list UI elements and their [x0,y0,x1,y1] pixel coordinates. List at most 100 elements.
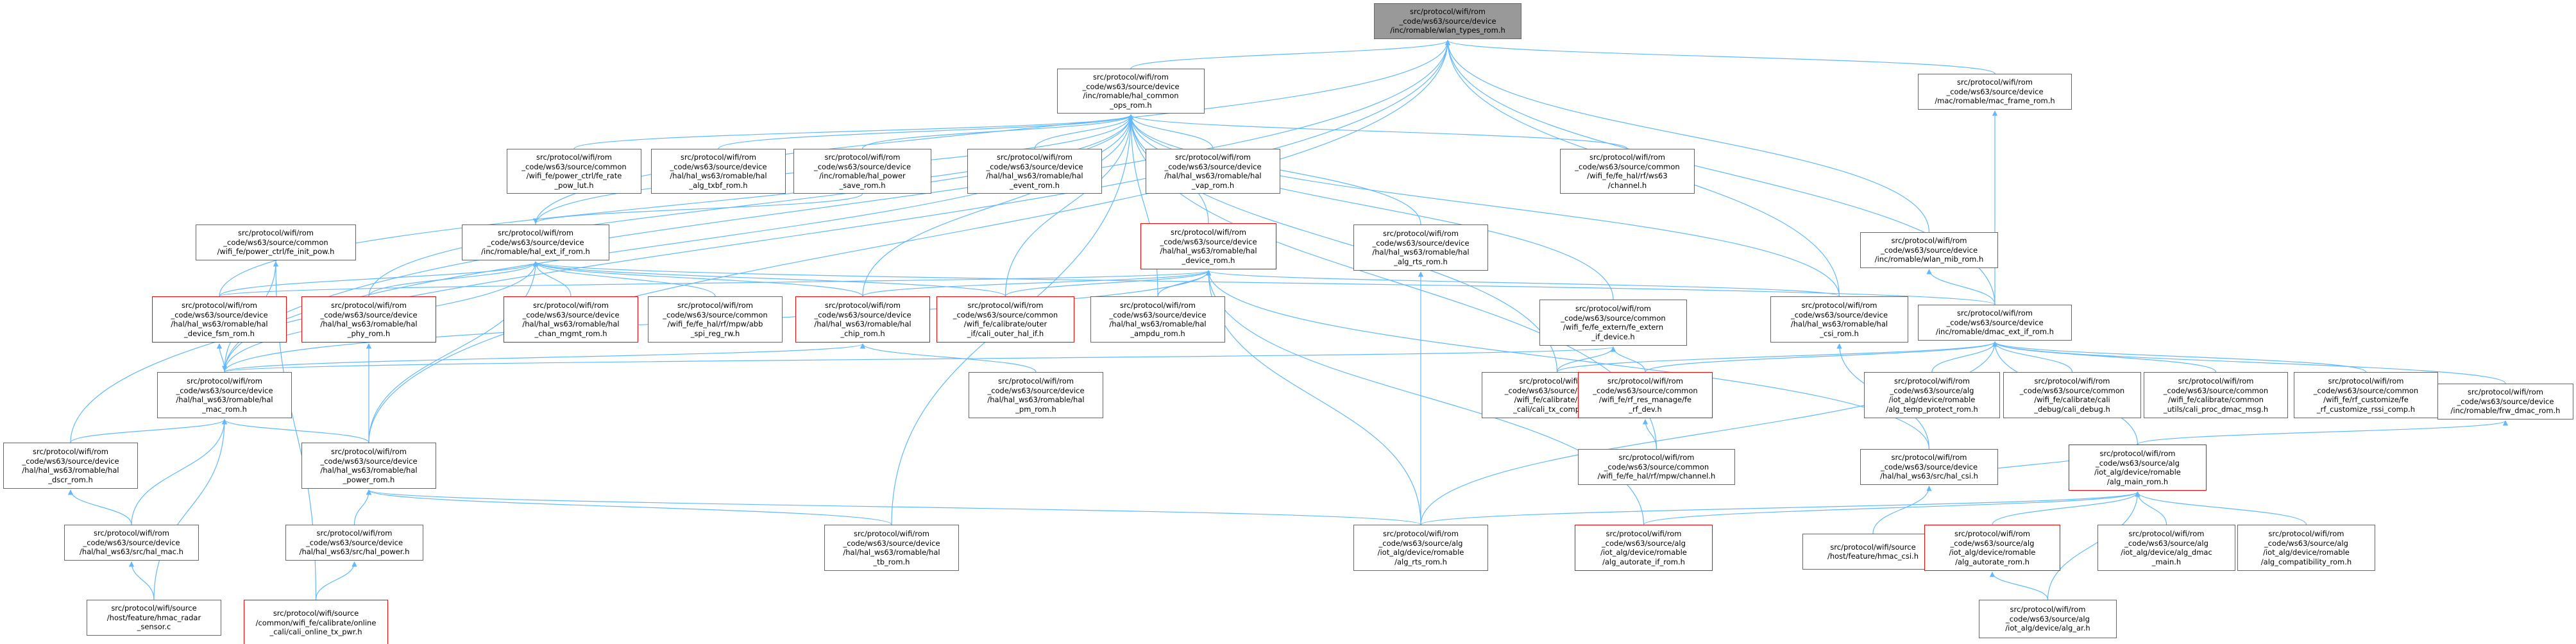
node-mac-frame-rom[interactable]: src/protocol/wifi/rom _code/ws63/source/… [1918,74,2072,110]
node-cali-proc-dmac-msg[interactable]: src/protocol/wifi/rom _code/ws63/source/… [2144,372,2288,418]
node-wlan-types-rom[interactable]: src/protocol/wifi/rom _code/ws63/source/… [1374,3,1521,39]
edge-hal_ext_if-to-root [535,40,1451,225]
node-wlan-mib-rom[interactable]: src/protocol/wifi/rom _code/ws63/source/… [1860,232,1998,268]
node-abb-spi-reg-rw[interactable]: src/protocol/wifi/rom _code/ws63/source/… [648,296,783,343]
edge-alg_autorate_if-to-alg_main [1643,491,2140,525]
node-cali-outer-hal-if[interactable]: src/protocol/wifi/rom _code/ws63/source/… [936,296,1074,343]
edge-alg_dmac_main-to-alg_main [2135,491,2167,525]
edge-hal_csi-to-hal_device [1206,270,1840,297]
edge-mac_rom-to-device_fsm [216,343,225,373]
node-hal-mac-rom[interactable]: src/protocol/wifi/rom _code/ws63/source/… [157,372,292,418]
edge-hal_event-to-hal_common [1034,114,1134,149]
node-alg-rts-rom[interactable]: src/protocol/wifi/rom _code/ws63/source/… [1353,525,1488,571]
node-alg-compatibility-rom[interactable]: src/protocol/wifi/rom _code/ws63/source/… [2237,525,2375,571]
node-hmac-csi[interactable]: src/protocol/wifi/source /host/feature/h… [1802,534,1944,570]
edge-alg_rts-to-dmac_ext_if [1420,341,1998,525]
edge-dmac_ext_if-to-wlan_mib [1926,269,1996,305]
edge-phy_rom-to-hal_common [368,114,1134,297]
node-hal-common-ops-rom[interactable]: src/protocol/wifi/rom _code/ws63/source/… [1057,69,1205,114]
node-hal-pm-rom[interactable]: src/protocol/wifi/rom _code/ws63/source/… [969,372,1103,418]
edge-chip_rom-to-hal_ext_if [532,261,863,297]
edge-alg_rts-to-alg_main [1420,491,2140,525]
node-hal-mac[interactable]: src/protocol/wifi/rom _code/ws63/source/… [64,525,199,561]
edge-hal_mac_h-to-dscr_rom [67,489,132,525]
edge-power_rom-to-mac_rom [221,419,369,443]
node-alg-autorate-rom[interactable]: src/protocol/wifi/rom _code/ws63/source/… [1924,525,2060,571]
node-fe-extern-if-device[interactable]: src/protocol/wifi/rom _code/ws63/source/… [1539,300,1687,346]
edge-alg_main-to-frw_dmac [2137,420,2508,445]
edge-dmac_ext_if-to-hal_ext_if [533,261,1996,305]
node-hal-ampdu-rom[interactable]: src/protocol/wifi/rom _code/ws63/source/… [1090,296,1225,343]
node-hal-power-save-rom[interactable]: src/protocol/wifi/rom _code/ws63/source/… [793,149,931,194]
node-fe-rf-customize-rssi-comp[interactable]: src/protocol/wifi/rom _code/ws63/source/… [2294,372,2438,418]
node-frw-dmac-rom[interactable]: src/protocol/wifi/rom _code/ws63/source/… [2437,384,2573,419]
edge-hmac_csi-to-hal_csi_h [1872,486,1932,534]
node-hal-chip-rom[interactable]: src/protocol/wifi/rom _code/ws63/source/… [795,296,930,343]
edge-hmac_radar-to-hal_mac_h [128,561,155,600]
edge-alg_txbf-to-hal_common [718,114,1134,149]
edge-cali_outer-to-hal_ext_if [533,261,1006,297]
edge-dscr_rom-to-root [70,40,1451,443]
edge-device_fsm-to-hal_device [219,270,1211,297]
edge-rssi_comp-to-dmac_ext_if [1992,341,2367,373]
edge-chip_rom-to-hal_common [862,114,1134,297]
edge-hal_common-to-root [1130,40,1451,69]
edge-dscr_rom-to-mac_rom [70,419,228,443]
node-alg-dmac-main[interactable]: src/protocol/wifi/rom _code/ws63/source/… [2097,525,2235,571]
node-hal-csi-rom[interactable]: src/protocol/wifi/rom _code/ws63/source/… [1770,296,1908,343]
edge-alg_ar-to-alg_main [2047,491,2140,600]
edge-cali_outer-to-hal_common [1004,114,1134,297]
node-alg-main-rom[interactable]: src/protocol/wifi/rom _code/ws63/source/… [2069,445,2207,491]
node-alg-autorate-if-rom[interactable]: src/protocol/wifi/rom _code/ws63/source/… [1575,525,1713,571]
edge-cali_online_tx_pwr-to-hal_power_h [315,561,357,600]
node-dmac-ext-if-rom[interactable]: src/protocol/wifi/rom _code/ws63/source/… [1918,305,2072,341]
node-hal-csi[interactable]: src/protocol/wifi/rom _code/ws63/source/… [1860,449,1998,485]
edge-wlan_mib-to-root [1445,40,1930,233]
node-cali-online-tx-pwr[interactable]: src/protocol/wifi/source /common/wifi_fe… [244,600,388,644]
node-hal-vap-rom[interactable]: src/protocol/wifi/rom _code/ws63/source/… [1146,149,1280,194]
node-fe-rate-pow-lut[interactable]: src/protocol/wifi/rom _code/ws63/source/… [507,149,641,194]
node-hal-dscr-rom[interactable]: src/protocol/wifi/rom _code/ws63/source/… [3,443,138,489]
edge-power_rom-to-root [368,40,1451,443]
node-alg-temp-protect-rom[interactable]: src/protocol/wifi/rom _code/ws63/source/… [1864,372,2000,418]
edge-hal_tb-to-power_rom [366,489,892,525]
node-fe-init-pow[interactable]: src/protocol/wifi/rom _code/ws63/source/… [196,225,356,260]
edge-alg_autorate-to-alg_main [1992,491,2140,525]
node-hal-power[interactable]: src/protocol/wifi/rom _code/ws63/source/… [285,525,423,561]
node-hal-device-rom[interactable]: src/protocol/wifi/rom _code/ws63/source/… [1140,223,1276,269]
node-hal-power-rom[interactable]: src/protocol/wifi/rom _code/ws63/source/… [301,443,436,489]
node-cali-debug[interactable]: src/protocol/wifi/rom _code/ws63/source/… [2003,372,2141,418]
edge-power_rom-to-hal_ext_if [368,261,539,443]
edge-device_fsm-to-hal_ext_if [219,261,539,297]
edge-mac_rom-to-chip_rom [224,343,865,373]
node-hal-tb-rom[interactable]: src/protocol/wifi/rom _code/ws63/source/… [824,525,959,571]
edge-mac_frame-to-root [1445,40,1996,74]
node-hal-alg-txbf-rom[interactable]: src/protocol/wifi/rom _code/ws63/source/… [651,149,786,194]
node-ws63-channel[interactable]: src/protocol/wifi/rom _code/ws63/source/… [1560,149,1695,194]
edge-rf_channel_low-to-fe_res_manage [1642,419,1657,450]
edge-hal_power_save-to-hal_ext_if [532,193,863,224]
node-hal-phy-rom[interactable]: src/protocol/wifi/rom _code/ws63/source/… [301,296,436,343]
node-hmac-radar-sensor[interactable]: src/protocol/wifi/source /host/feature/h… [87,600,221,636]
node-hal-alg-rts-rom[interactable]: src/protocol/wifi/rom _code/ws63/source/… [1353,225,1488,271]
node-fe-rf-dev[interactable]: src/protocol/wifi/rom _code/ws63/source/… [1578,372,1713,418]
edge-fe_extern-to-hal_common [1128,114,1614,300]
node-mpw-channel[interactable]: src/protocol/wifi/rom _code/ws63/source/… [1578,449,1735,485]
node-hal-chan-mgmt-rom[interactable]: src/protocol/wifi/rom _code/ws63/source/… [504,296,638,343]
edge-alg_rts-to-hal_device [1205,270,1421,525]
edge-hal_power_save-to-hal_common [861,114,1134,149]
edge-mac_rom-to-fe_extern [224,346,1616,373]
edge-hal_vap-to-hal_common [1128,114,1214,149]
edge-alg_rts-to-power_rom [366,489,1421,525]
edge-hmac_radar-to-mac_rom [153,419,228,600]
edge-alg_compat-to-alg_main [2135,491,2307,525]
edge-cali_outer-to-hal_device [1004,270,1212,297]
node-hal-event-rom[interactable]: src/protocol/wifi/rom _code/ws63/source/… [967,149,1102,194]
node-hal-ext-if-rom[interactable]: src/protocol/wifi/rom _code/ws63/source/… [462,225,609,260]
node-hal-device-fsm-rom[interactable]: src/protocol/wifi/rom _code/ws63/source/… [152,296,287,343]
node-alg-ar[interactable]: src/protocol/wifi/rom _code/ws63/source/… [1979,600,2117,638]
edge-fe_res_manage-to-dmac_ext_if [1645,341,1998,373]
edge-frw_dmac-to-dmac_ext_if [1992,341,2506,384]
edge-cali_proc_dmac-to-dmac_ext_if [1992,341,2217,373]
